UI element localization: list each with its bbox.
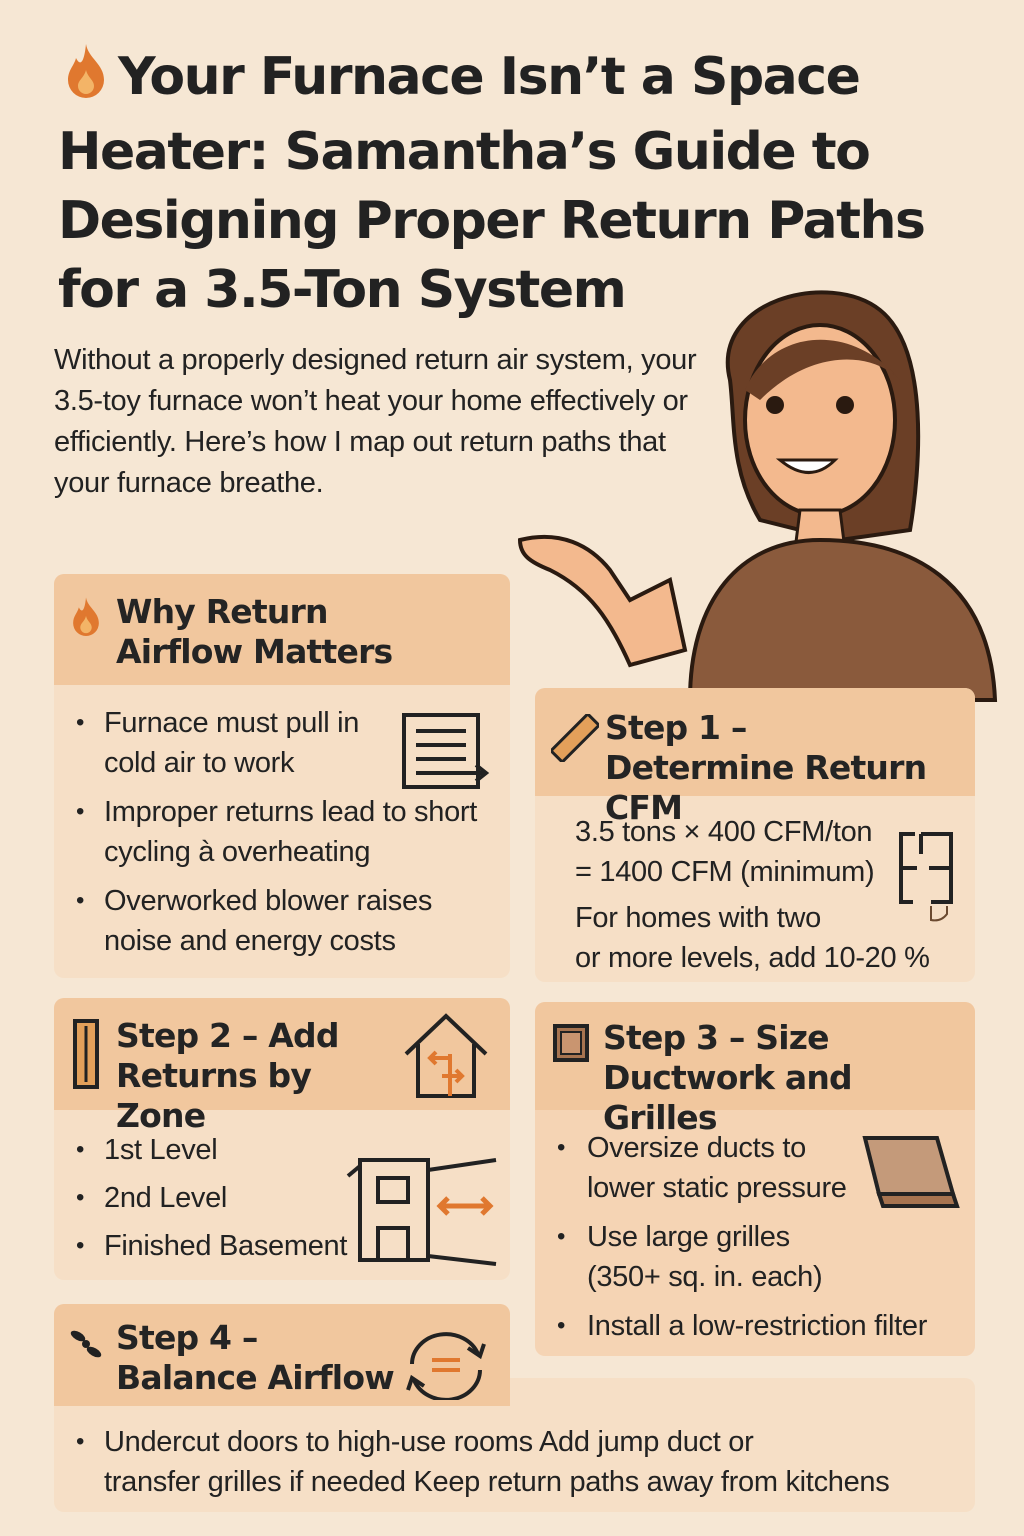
list-item: Overworked blower raises noise and energ… bbox=[54, 881, 454, 961]
samantha-illustration bbox=[517, 290, 998, 702]
floorplan-icon bbox=[899, 832, 953, 922]
house-icon bbox=[404, 1013, 488, 1098]
step2-card: Step 2 – Add Returns by Zone 1st Level 2… bbox=[54, 998, 510, 1280]
why-card: Why Return Airflow Matters Furnace must … bbox=[54, 574, 510, 978]
step3-card: Step 3 – Size Ductwork and Grilles Overs… bbox=[535, 1002, 975, 1356]
fan-icon bbox=[70, 1330, 102, 1358]
flame-icon bbox=[73, 597, 99, 636]
list-item: Install a low-restriction filter bbox=[535, 1306, 975, 1346]
page-title: Your Furnace Isn’t a Space Heater: Saman… bbox=[58, 40, 938, 325]
step1-card: Step 1 – Determine Return CFM 3.5 tons ×… bbox=[535, 688, 975, 982]
list-item: 1st Level bbox=[54, 1126, 510, 1174]
step1-title: Step 1 – Determine Return CFM bbox=[605, 708, 927, 827]
step4-card: Step 4 – Balance Airflow bbox=[54, 1304, 510, 1406]
ruler-icon bbox=[551, 714, 599, 762]
step4-line: transfer grilles if needed Keep return p… bbox=[104, 1466, 890, 1498]
list-item: Use large grilles (350+ sq. in. each) bbox=[535, 1217, 855, 1297]
filter-icon bbox=[862, 1136, 960, 1208]
step2-title: Step 2 – Add Returns by Zone bbox=[116, 1016, 339, 1135]
intro-text: Without a properly designed return air s… bbox=[54, 344, 697, 499]
step1-line: For homes with two bbox=[575, 902, 822, 934]
flame-icon bbox=[58, 40, 118, 118]
step4-title: Step 4 – Balance Airflow bbox=[116, 1318, 395, 1397]
house-airflow-icon bbox=[346, 1158, 497, 1266]
duct-icon bbox=[553, 1024, 589, 1062]
cycle-arrows-icon bbox=[406, 1332, 486, 1400]
why-title: Why Return Airflow Matters bbox=[116, 592, 393, 671]
list-item: Oversize ducts to lower static pressure bbox=[535, 1128, 875, 1208]
step3-title: Step 3 – Size Ductwork and Grilles bbox=[603, 1018, 853, 1137]
step4-line: Undercut doors to high-use rooms Add jum… bbox=[104, 1426, 754, 1458]
list-item: Furnace must pull in cold air to work bbox=[54, 703, 394, 783]
list-item: Improper returns lead to short cycling à… bbox=[54, 792, 494, 872]
step1-line: or more levels, add 10-20 % bbox=[575, 942, 930, 974]
document-arrow-icon bbox=[402, 713, 490, 789]
list-item: Finished Basement bbox=[54, 1222, 510, 1270]
grille-icon bbox=[73, 1019, 99, 1089]
step1-line: = 1400 CFM (minimum) bbox=[575, 856, 875, 888]
bullet: • bbox=[76, 1428, 85, 1455]
list-item: 2nd Level bbox=[54, 1174, 510, 1222]
step1-line: 3.5 tons × 400 CFM/ton bbox=[575, 816, 873, 848]
